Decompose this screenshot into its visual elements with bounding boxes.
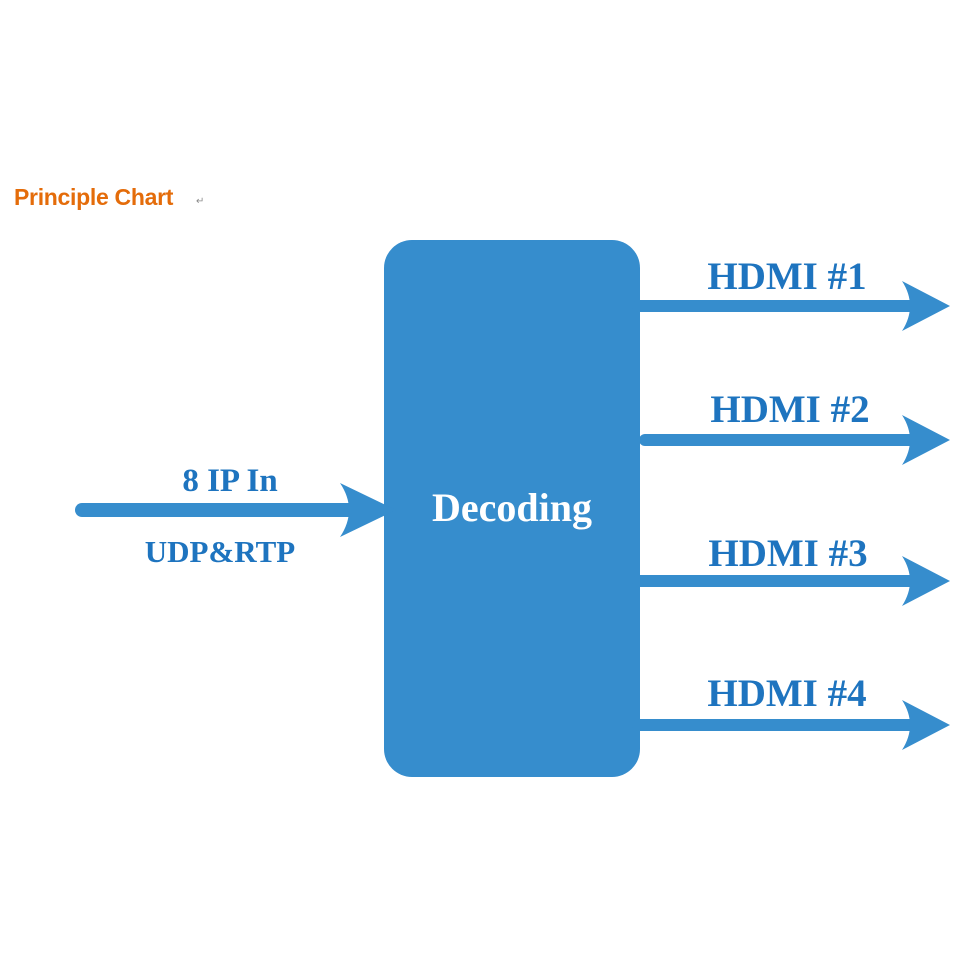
output-1: HDMI #1 (632, 255, 950, 331)
output-arrow-head (902, 700, 950, 750)
output-label: HDMI #1 (707, 255, 866, 298)
output-arrow-head (902, 556, 950, 606)
output-label: HDMI #3 (708, 532, 867, 575)
input-arrow (75, 483, 396, 537)
output-label: HDMI #4 (707, 672, 866, 715)
output-label: HDMI #2 (710, 388, 869, 431)
input-label-top: 8 IP In (182, 463, 277, 499)
page-title: Principle Chart (14, 184, 174, 210)
output-3: HDMI #3 (632, 532, 950, 606)
paragraph-mark-icon: ↵ (196, 196, 205, 207)
output-4: HDMI #4 (632, 672, 950, 750)
input-label-bottom: UDP&RTP (145, 534, 296, 569)
decoder-label: Decoding (432, 485, 592, 530)
decoder-box (384, 240, 640, 777)
output-2: HDMI #2 (639, 388, 950, 465)
input-arrow-head (340, 483, 396, 537)
output-arrow-head (902, 415, 950, 465)
output-arrow-head (902, 281, 950, 331)
